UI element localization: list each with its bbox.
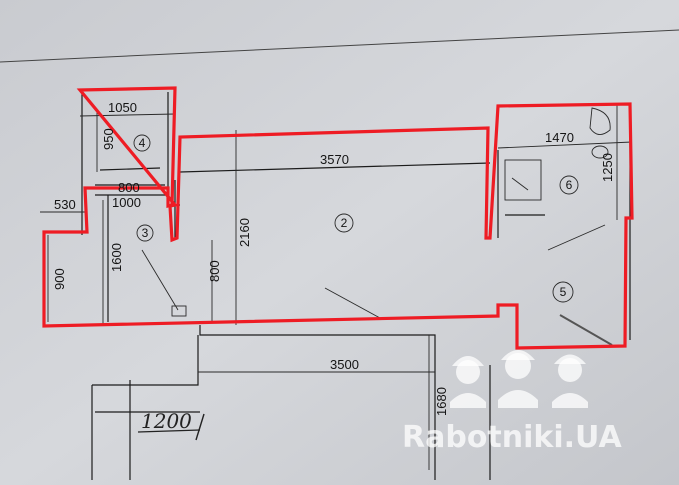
- dim-3500: 3500: [330, 357, 359, 372]
- apartment-outline: [42, 86, 634, 350]
- dim-1000: 1000: [112, 195, 141, 210]
- dim-2160: 2160: [237, 218, 252, 247]
- dim-1600: 1600: [109, 243, 124, 272]
- dim-1250: 1250: [600, 153, 615, 182]
- toilet-fixture: [589, 107, 611, 135]
- dim-1470: 1470: [545, 130, 574, 145]
- room-6-marker: 6: [559, 175, 579, 195]
- dimension-labels: 1050 950 800 1000 530 1600 900 800 2160 …: [52, 100, 615, 416]
- bathroom-fixtures: [504, 107, 611, 201]
- dim-1050: 1050: [108, 100, 137, 115]
- watermark-text: Rabotniki.UA: [402, 420, 622, 455]
- wall-lines: [81, 92, 631, 480]
- handwritten-1200: 1200: [141, 409, 192, 433]
- dim-530: 530: [54, 197, 76, 212]
- paper-top-line: [0, 29, 679, 63]
- room-4-marker: 4: [133, 134, 151, 152]
- handwritten-slash: [195, 413, 205, 441]
- watermark-logo-icon: [450, 350, 588, 408]
- room-2-marker: 2: [334, 213, 354, 233]
- room-5-marker: 5 5 5 5 5: [552, 281, 574, 303]
- dim-950: 950: [101, 128, 116, 150]
- room-4-number: 4: [139, 136, 146, 150]
- room-3-marker: 3: [136, 224, 154, 242]
- door-swings: [141, 224, 613, 346]
- room-3-number: 3: [142, 226, 149, 240]
- dim-800-horizontal: 800: [118, 180, 140, 195]
- room-6-number: 6: [566, 178, 573, 192]
- room-5-number: 5: [560, 285, 567, 299]
- dim-1680: 1680: [434, 387, 449, 416]
- sink-fixture: [504, 159, 542, 201]
- dim-900: 900: [52, 268, 67, 290]
- dim-3570: 3570: [320, 152, 349, 167]
- room-2-number: 2: [341, 216, 348, 230]
- dimension-lines: [40, 105, 633, 470]
- dim-800-vertical: 800: [207, 260, 222, 282]
- handwritten-underline: [137, 429, 201, 433]
